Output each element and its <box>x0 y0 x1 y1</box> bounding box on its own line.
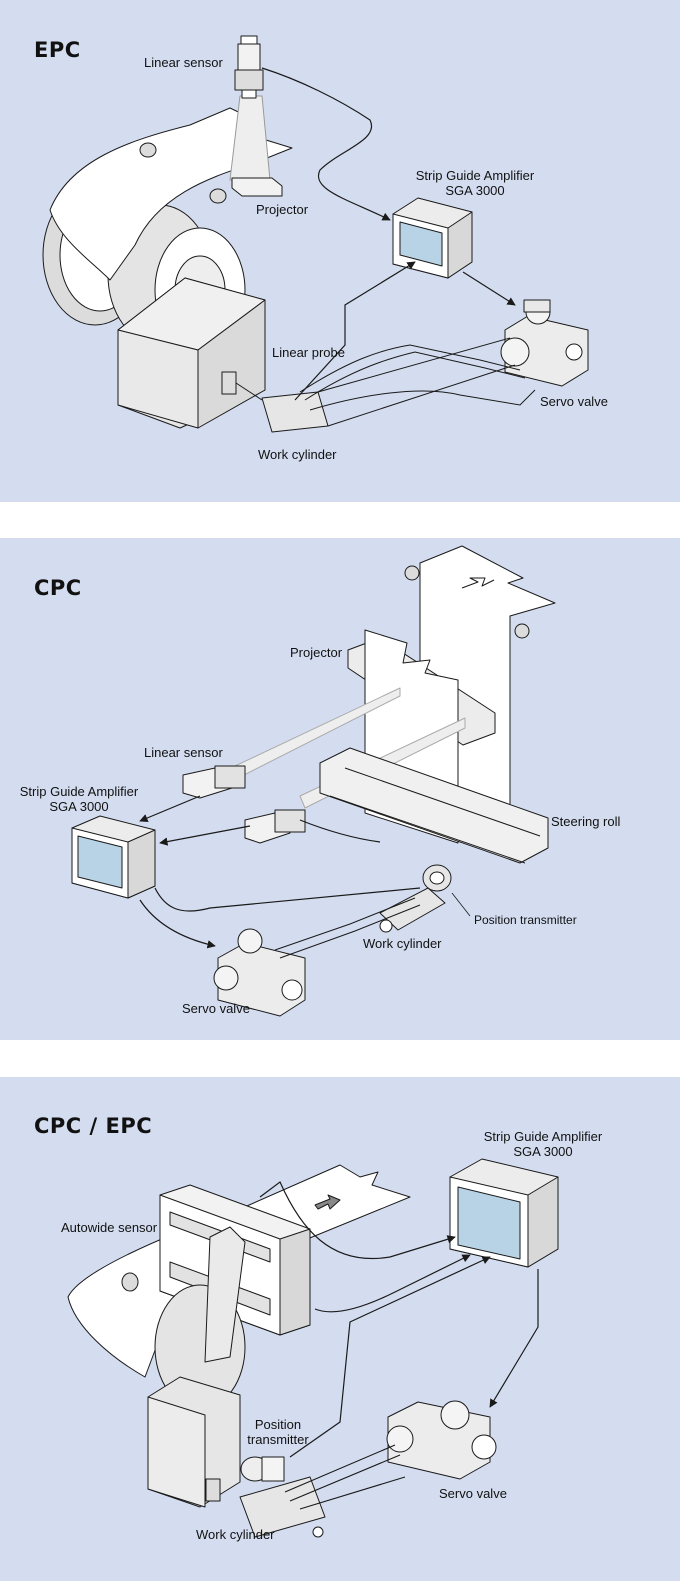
linear-sensor-label: Linear sensor <box>144 55 223 70</box>
steering-frame <box>319 747 549 892</box>
cpc-epc-illustration <box>67 1158 559 1538</box>
servo-valve-label: Servo valve <box>439 1486 507 1501</box>
position-transmitter-label: Position transmitter <box>238 1417 318 1447</box>
work-cylinder-label: Work cylinder <box>363 936 442 951</box>
amplifier-label-line1: Strip Guide Amplifier <box>19 784 139 799</box>
cpc-illustration <box>71 545 556 1017</box>
position-transmitter-device <box>240 1456 285 1482</box>
cpc-epc-panel: CPC / EPC Strip Guide Amplifier SGA 3000… <box>0 1077 680 1581</box>
drive-housing <box>117 277 266 429</box>
epc-panel-title: EPC <box>34 38 81 62</box>
cpc-panel: CPC Projector Linear sensor Strip Guide … <box>0 538 680 1040</box>
signal-lines <box>259 1181 539 1458</box>
servo-valve-device <box>500 299 589 387</box>
servo-valve-label: Servo valve <box>540 394 608 409</box>
amplifier-label-line2: SGA 3000 <box>49 799 109 814</box>
amplifier-unit <box>71 815 156 899</box>
amplifier-unit <box>392 197 473 279</box>
hydraulic-lines <box>284 1444 406 1510</box>
drive-housing <box>147 1376 241 1508</box>
servo-valve-device <box>213 928 306 1017</box>
swing-arm <box>204 1226 246 1363</box>
signal-lines <box>261 67 516 401</box>
position-transmitter-label-line1: Position <box>254 1417 302 1432</box>
amplifier-label-line1: Strip Guide Amplifier <box>415 168 535 183</box>
cpc-panel-title: CPC <box>34 576 82 600</box>
position-transmitter-label: Position transmitter <box>474 913 577 927</box>
servo-valve-device <box>386 1400 497 1480</box>
linear-sensor-device-1 <box>182 765 246 799</box>
linear-sensor-device <box>234 35 264 99</box>
projector-bar <box>231 177 283 197</box>
amplifier-label-line2: SGA 3000 <box>513 1144 573 1159</box>
work-cylinder-device <box>205 1476 326 1538</box>
amplifier-label: Strip Guide Amplifier SGA 3000 <box>410 168 540 198</box>
amplifier-label: Strip Guide Amplifier SGA 3000 <box>474 1129 612 1159</box>
amplifier-label-line1: Strip Guide Amplifier <box>483 1129 603 1144</box>
projector-label: Projector <box>290 645 343 660</box>
sensor-beam <box>229 95 271 181</box>
hydraulic-lines <box>274 897 421 959</box>
work-cylinder-device <box>379 887 446 933</box>
signal-lines <box>139 795 421 949</box>
projector-label: Projector <box>256 202 309 217</box>
steering-roll-label: Steering roll <box>551 814 621 829</box>
linear-sensor-device-2 <box>244 809 306 844</box>
epc-panel: EPC Linear sensor Projector Strip Guide … <box>0 0 680 502</box>
amplifier-label: Strip Guide Amplifier SGA 3000 <box>10 784 148 814</box>
epc-illustration <box>42 35 589 433</box>
linear-probe-label: Linear probe <box>272 345 345 360</box>
work-cylinder-label: Work cylinder <box>196 1527 275 1542</box>
amplifier-unit <box>449 1158 559 1268</box>
cpc-epc-panel-title: CPC / EPC <box>34 1114 153 1138</box>
autowide-sensor-label: Autowide sensor <box>61 1220 158 1235</box>
servo-valve-label: Servo valve <box>182 1001 250 1016</box>
hydraulic-lines <box>299 344 536 411</box>
position-transmitter-label-line2: transmitter <box>247 1432 309 1447</box>
work-cylinder-label: Work cylinder <box>258 447 337 462</box>
linear-sensor-label: Linear sensor <box>144 745 223 760</box>
amplifier-label-line2: SGA 3000 <box>445 183 505 198</box>
work-cylinder-device <box>221 337 516 433</box>
